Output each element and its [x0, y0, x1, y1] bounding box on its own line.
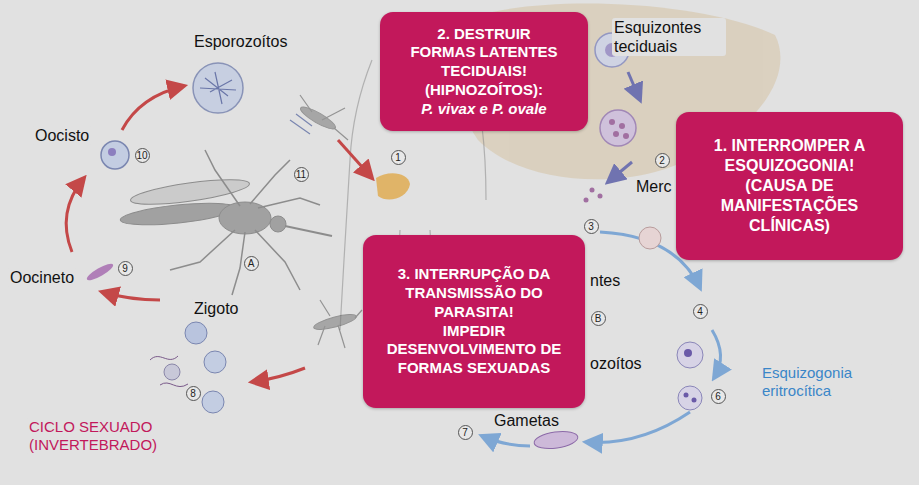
erythrocyte	[639, 227, 661, 249]
stage-arrow	[628, 72, 640, 100]
stage-label: Esporozoítos	[192, 32, 289, 51]
merozoite	[584, 198, 589, 203]
oocyst	[101, 141, 129, 169]
callout-heading: 1. INTERROMPER A ESQUIZOGONIA!	[698, 136, 881, 176]
microgametes	[150, 356, 188, 387]
mosquito-small	[312, 300, 362, 348]
callout-number: 7	[458, 425, 473, 440]
callout-number: 8	[186, 386, 201, 401]
cycle-arrow	[712, 330, 721, 378]
stage-label: Esquizogonia eritrocítica	[760, 364, 892, 400]
stage-label: Zigoto	[192, 299, 240, 318]
mosquito-legs	[318, 300, 362, 348]
mosquito-legs	[300, 95, 348, 140]
callout-number: 6	[711, 389, 726, 404]
mosquito-a	[119, 150, 332, 295]
mosquito-body	[312, 311, 357, 332]
callout-body: P. vivax e P. ovale	[406, 100, 562, 119]
inoculation-arrow	[338, 140, 372, 178]
small-liver	[376, 173, 410, 199]
ruptured-oocyst	[193, 63, 243, 113]
merozoite	[609, 119, 615, 125]
callout-number: 2	[655, 153, 670, 168]
callout-body: IMPEDIR DESENVOLVIMENTO DE FORMAS SEXUAD…	[386, 322, 562, 378]
sporozoites	[290, 114, 312, 134]
zygote	[185, 322, 207, 344]
gamete	[164, 364, 180, 380]
mosquito-wing	[129, 175, 250, 210]
stage-label: CICLO SEXUADO (INVERTEBRADO)	[27, 418, 191, 454]
callout-number: 4	[693, 304, 708, 319]
parasite	[684, 349, 692, 357]
mosquito-proboscis	[285, 226, 332, 236]
stage-label: ntes	[588, 271, 622, 290]
macrogamete	[202, 391, 224, 413]
stage-arrow	[608, 162, 632, 182]
cycle-arrow	[102, 292, 160, 300]
stage-label: Esquizontes teciduais	[612, 18, 726, 56]
goal-callout: 1. INTERROMPER A ESQUIZOGONIA!(CAUSA DE …	[676, 112, 903, 260]
parasite	[684, 393, 689, 398]
sexual-cycle-arrows	[66, 86, 372, 382]
sporozoites	[200, 72, 236, 104]
stage-label: Oocisto	[33, 126, 91, 145]
mosquito-body	[298, 104, 338, 133]
erythrocyte-trophozoite	[677, 342, 703, 368]
cycle-arrow	[66, 178, 84, 252]
mosquito-small	[298, 95, 348, 140]
merozoite	[590, 188, 595, 193]
callout-heading: 3. INTERRUPÇÃO DA TRANSMISSÃO DO PARASIT…	[386, 265, 562, 321]
merozoite	[623, 133, 629, 139]
cycle-arrow	[586, 412, 690, 442]
cycle-arrow	[482, 436, 530, 446]
callout-body: (CAUSA DE MANIFESTAÇÕES CLÍNICAS)	[698, 176, 881, 236]
stage-label: Merc	[634, 177, 674, 196]
mosquito-legs	[170, 150, 320, 295]
tissue-schizont	[600, 110, 636, 146]
callout-heading: 2. DESTRUIR FORMAS LATENTES TECIDUAIS! (…	[406, 25, 562, 100]
ookinete	[85, 261, 115, 283]
callout-number: 10	[135, 148, 150, 163]
stage-label: ozoítos	[588, 354, 644, 373]
callout-number: 1	[391, 150, 406, 165]
merozoite	[619, 123, 625, 129]
goal-callout: 3. INTERRUPÇÃO DA TRANSMISSÃO DO PARASIT…	[363, 235, 585, 408]
erythrocyte-schizont	[678, 386, 702, 410]
macrogamete	[204, 351, 226, 373]
oocyst-nucleus	[108, 148, 116, 156]
cycle-arrow	[252, 368, 305, 382]
merozoite	[598, 194, 603, 199]
stage-label: Oocineto	[8, 268, 76, 287]
gametocyte	[533, 429, 579, 451]
merozoite	[613, 131, 619, 137]
sexual-cycle-stages	[85, 63, 312, 413]
goal-callout: 2. DESTRUIR FORMAS LATENTES TECIDUAIS! (…	[380, 12, 588, 131]
callout-number: 3	[584, 219, 599, 234]
mosquito-head	[270, 216, 286, 232]
stage-label: Gametas	[492, 411, 561, 430]
cycle-arrow	[122, 86, 184, 130]
callout-number: 9	[118, 261, 133, 276]
parasite	[692, 398, 697, 403]
callout-number: A	[244, 256, 259, 271]
callout-number: 11	[294, 167, 309, 182]
callout-number: B	[591, 311, 606, 326]
